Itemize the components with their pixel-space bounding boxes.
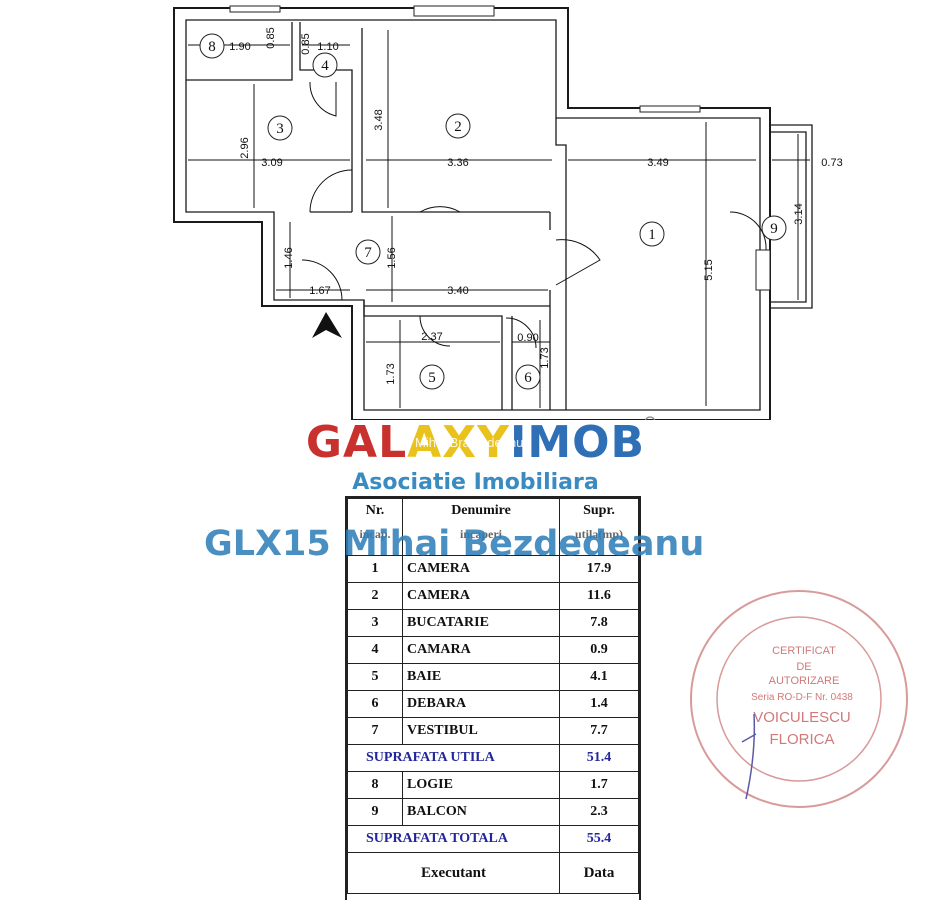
dimension-label: 3.40 [447,285,468,297]
dimension-label: 1.90 [229,41,250,53]
room-marker: 1 [639,221,665,247]
dimension-label: 1.56 [386,247,398,268]
dimension-label: 0.73 [821,157,842,169]
svg-text:9: 9 [770,221,778,237]
agency-subtitle: Asociatie Imobiliara [352,470,599,495]
door-swing [419,315,451,347]
floor-plan: 1 2 3 4 5 6 7 8 9 1.90 0.85 0.85 1.10 3.… [173,5,843,420]
balcony-outline-inner [770,131,807,303]
svg-text:8: 8 [208,39,216,55]
svg-text:5: 5 [428,370,436,386]
dimension-label: 1.67 [309,285,330,297]
svg-text:AUTORIZARE: AUTORIZARE [769,675,840,687]
door-swing [301,259,343,301]
door-swing [505,317,537,349]
entrance-arrow-icon [312,312,342,338]
table-header-supr: Supr.utila(mp) [559,498,639,556]
svg-text:DE: DE [796,661,811,673]
svg-text:3: 3 [276,121,284,137]
door-swing [729,211,767,251]
dimension-label: 1.46 [283,247,295,268]
room-marker: 3 [267,115,293,141]
door-swing [309,169,353,213]
room-marker: 8 [199,33,225,59]
interior-wall [363,300,503,410]
svg-text:6: 6 [524,370,532,386]
door-swing [309,81,337,117]
watermark-small: Mihai Bravu deanu [415,435,524,450]
window [413,5,495,17]
watermark-listing-code: GLX15 Mihai Bezdedeanu [204,524,705,564]
table-header-nr: Nr.incap. [347,498,403,556]
dimension-label: 0.90 [517,332,538,344]
dimension-label: 0.85 [265,27,277,48]
svg-text:CERTIFICAT: CERTIFICAT [772,645,836,657]
window [229,5,281,13]
dimension-label: 3.49 [647,157,668,169]
dimension-label: 3.36 [447,157,468,169]
svg-text:VOICULESCU: VOICULESCU [753,709,851,726]
window [639,105,701,113]
room-marker: 6 [515,364,541,390]
dimension-label: 3.48 [373,109,385,130]
interior-wall [361,28,550,213]
svg-text:Seria RO-D-F Nr. 0438: Seria RO-D-F Nr. 0438 [751,692,853,703]
outer-wall [173,7,771,420]
authorization-stamp: CERTIFICAT DE AUTORIZARE Seria RO-D-F Nr… [690,590,908,808]
svg-text:4: 4 [321,58,329,74]
agency-logo: GALAXYIMOB [305,417,646,468]
dimension-label: 0.85 [300,33,312,54]
dimension-label: 2.96 [239,137,251,158]
room-marker: 2 [445,113,471,139]
svg-text:FLORICA: FLORICA [769,731,834,748]
svg-text:7: 7 [364,245,372,261]
svg-text:2: 2 [454,119,462,135]
outer-wall-inner [185,19,761,411]
room-marker: 5 [419,364,445,390]
signature-mark [741,713,757,800]
room-marker: 7 [355,239,381,265]
door-swing [419,206,461,213]
agency-brand: GALAXYIMOB Asociatie Imobiliara [0,417,951,496]
window [755,249,771,291]
dimension-label: 3.09 [261,157,282,169]
room-marker: 9 [761,215,787,241]
dimension-label: 5.15 [703,259,715,280]
svg-text:1: 1 [648,227,656,243]
balcony-outline [770,124,813,309]
dimension-label: 3.14 [793,203,805,224]
corner-mark-icon [644,416,656,420]
dimension-label: 2.37 [421,331,442,343]
dimension-label: 1.73 [539,347,551,368]
room-marker: 4 [312,52,338,78]
interior-wall [555,118,567,410]
dimension-label: 1.10 [317,41,338,53]
dimension-label: 1.73 [385,363,397,384]
interior-wall [186,22,293,81]
door-swing [555,239,601,286]
